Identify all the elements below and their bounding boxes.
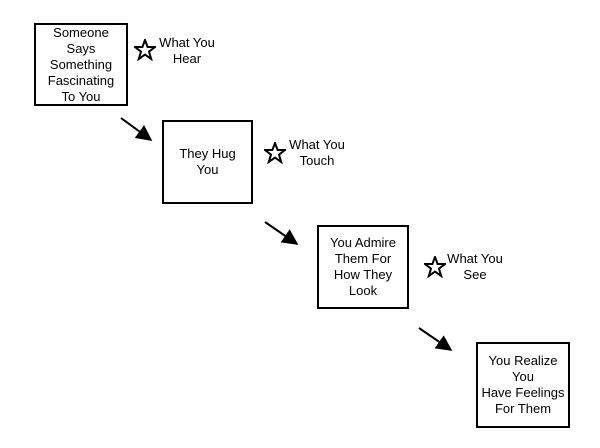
step-box-1: Someone Says Something Fascinating To Yo…	[34, 23, 128, 106]
arrow-1-to-2	[120, 117, 153, 141]
step-2-text: They Hug You	[179, 146, 236, 177]
star-icon	[424, 256, 446, 278]
arrow-3-to-4	[418, 327, 453, 351]
step-box-3: You Admire Them For How They Look	[317, 225, 409, 309]
step-1-text: Someone Says Something Fascinating To Yo…	[47, 24, 115, 104]
star-icon	[264, 142, 286, 164]
step-box-2: They Hug You	[162, 120, 253, 204]
sense-label-touch: What You Touch	[289, 137, 345, 168]
step-box-4: You Realize You Have Feelings For Them	[476, 342, 570, 428]
step-4-text: You Realize You Have Feelings For Them	[481, 353, 565, 416]
step-3-text: You Admire Them For How They Look	[329, 235, 396, 298]
sense-label-see: What You See	[447, 251, 503, 282]
sense-label-hear: What You Hear	[159, 35, 215, 66]
arrow-2-to-3	[264, 221, 299, 245]
star-icon	[134, 39, 156, 61]
